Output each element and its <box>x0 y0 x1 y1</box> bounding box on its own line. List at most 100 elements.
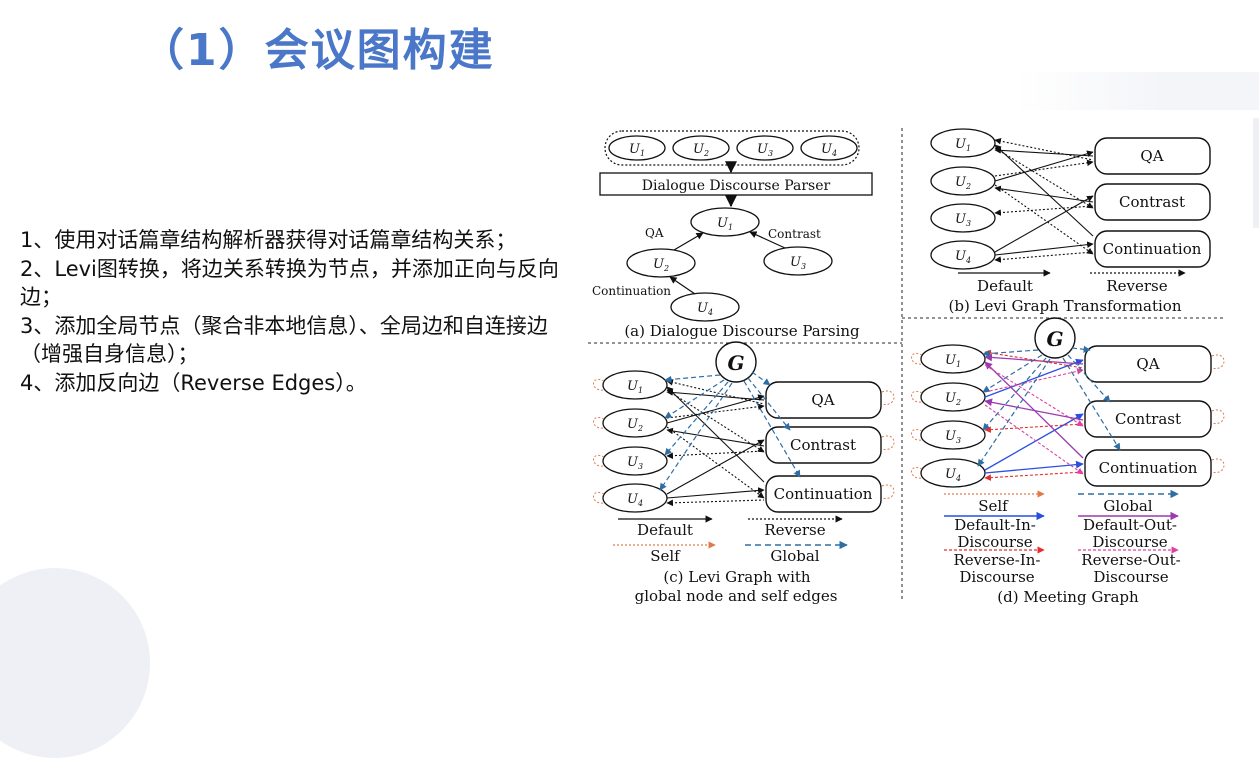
utterance-node: U3 <box>930 203 996 233</box>
svg-text:U4: U4 <box>955 249 971 265</box>
svg-text:U1: U1 <box>717 216 733 232</box>
legend-global: Global <box>1103 497 1152 515</box>
step-item: 3、添加全局节点（聚合非本地信息）、全局边和自连接边（增强自身信息）； <box>20 313 548 367</box>
legend-reverse-in: Reverse-In- <box>954 551 1041 569</box>
svg-text:U4: U4 <box>821 142 837 158</box>
decorative-bar <box>1253 118 1259 228</box>
relation-label: Contrast <box>1119 193 1185 211</box>
legend-default: Default <box>637 521 693 539</box>
legend-default: Default <box>977 277 1033 295</box>
step-item: 4、添加反向边（Reverse Edges）。 <box>20 370 367 395</box>
utterance-node: U4 <box>602 483 668 513</box>
utterance-node: U4 <box>930 240 996 270</box>
caption-c-line2: global node and self edges <box>635 587 838 605</box>
relation-node <box>1094 183 1211 221</box>
utterance-node: U4 <box>920 458 986 488</box>
utterance-node: U4 <box>670 292 740 322</box>
legend-self: Self <box>978 497 1009 515</box>
utterance-node: U2 <box>672 135 730 161</box>
svg-text:U4: U4 <box>627 492 643 508</box>
svg-text:U1: U1 <box>955 137 971 153</box>
relation-label: QA <box>1140 147 1163 165</box>
utterance-node: U1 <box>930 128 996 158</box>
svg-text:U2: U2 <box>627 417 643 433</box>
decorative-band <box>1014 72 1259 110</box>
caption-c-line1: (c) Levi Graph with <box>663 568 811 586</box>
legend-global: Global <box>770 547 819 565</box>
utterance-node: U2 <box>920 382 986 412</box>
relation-label: Contrast <box>1115 410 1181 428</box>
global-node <box>1034 317 1076 359</box>
relation-label: Continuation <box>1099 459 1198 477</box>
legend-reverse-in: Discourse <box>959 568 1034 586</box>
legend-default-out: Default-Out- <box>1083 516 1177 534</box>
relation-node <box>1094 230 1211 268</box>
svg-text:U3: U3 <box>945 429 961 445</box>
panel-d: G U1 U2 U3 U4 QA Contrast Continuation <box>911 317 1225 606</box>
svg-text:U2: U2 <box>653 257 669 273</box>
relation-node <box>1084 345 1212 383</box>
utterance-node: U3 <box>920 420 986 450</box>
utterance-node: U2 <box>626 248 696 278</box>
legend-default-in: Default-In- <box>954 516 1036 534</box>
parser-label: Dialogue Discourse Parser <box>642 178 831 194</box>
legend-reverse: Reverse <box>764 521 825 539</box>
relation-node <box>1094 137 1211 175</box>
panel-b: U1 U2 U3 U4 QA Contrast Continuation Def… <box>930 128 1211 315</box>
svg-text:U3: U3 <box>955 212 971 228</box>
relation-node <box>1084 400 1212 438</box>
utterance-node: U1 <box>690 207 760 237</box>
svg-text:U3: U3 <box>627 455 643 471</box>
relation-label: QA <box>811 391 834 409</box>
page-title: （1）会议图构建 <box>140 25 495 76</box>
edge-label-continuation: Continuation <box>592 284 671 298</box>
svg-text:U2: U2 <box>945 391 961 407</box>
utterance-node: U3 <box>736 135 794 161</box>
caption-a: (a) Dialogue Discourse Parsing <box>624 322 860 340</box>
svg-text:U1: U1 <box>627 379 643 395</box>
relation-node <box>765 475 882 513</box>
step-item: 1、使用对话篇章结构解析器获得对话篇章结构关系； <box>20 228 517 252</box>
caption-b: (b) Levi Graph Transformation <box>949 297 1182 315</box>
panel-a: U1 U2 U3 U4 Dialogue Discourse Parser U1… <box>592 130 873 340</box>
edge-label-contrast: Contrast <box>768 227 821 241</box>
utterance-node: U3 <box>763 246 833 276</box>
legend-default-in: Discourse <box>957 533 1032 551</box>
step-item: 2、Levi图转换，将边关系转换为节点，并添加正向与反向边； <box>20 256 559 310</box>
legend-reverse: Reverse <box>1106 277 1167 295</box>
svg-text:U3: U3 <box>790 255 806 271</box>
global-node-label: G <box>727 351 744 375</box>
meeting-graph-figure: U1 U2 U3 U4 Dialogue Discourse Parser U1… <box>588 128 1226 606</box>
relation-label: QA <box>1136 355 1159 373</box>
svg-text:U1: U1 <box>945 353 961 369</box>
utterance-node: U3 <box>602 446 668 476</box>
legend-reverse-out: Discourse <box>1093 568 1168 586</box>
utterance-node: U1 <box>602 370 668 400</box>
legend-self: Self <box>650 547 681 565</box>
utterance-node: U2 <box>602 408 668 438</box>
global-node-label: G <box>1046 327 1063 351</box>
edge-label-qa: QA <box>645 226 664 240</box>
caption-d: (d) Meeting Graph <box>997 588 1139 606</box>
utterance-node: U2 <box>930 166 996 196</box>
svg-text:U4: U4 <box>945 467 961 483</box>
svg-text:U2: U2 <box>955 175 971 191</box>
relation-label: Continuation <box>1103 240 1202 258</box>
relation-label: Contrast <box>790 436 856 454</box>
utterance-group-box <box>604 130 860 166</box>
relation-label: Continuation <box>774 485 873 503</box>
step-list: 1、使用对话篇章结构解析器获得对话篇章结构关系； 2、Levi图转换，将边关系转… <box>20 226 565 397</box>
utterance-node: U1 <box>608 135 666 161</box>
global-node <box>715 341 757 383</box>
relation-node <box>1084 449 1212 487</box>
panel-c: G U1 U2 U3 U4 QA Contrast Continuation <box>593 341 895 605</box>
svg-text:U1: U1 <box>629 142 645 158</box>
legend-reverse-out: Reverse-Out- <box>1081 551 1180 569</box>
svg-text:U4: U4 <box>697 301 713 317</box>
utterance-node: U1 <box>920 344 986 374</box>
svg-text:U2: U2 <box>693 142 709 158</box>
parser-box <box>599 172 873 196</box>
legend-default-out: Discourse <box>1092 533 1167 551</box>
relation-node <box>765 426 882 464</box>
svg-text:U3: U3 <box>757 142 773 158</box>
